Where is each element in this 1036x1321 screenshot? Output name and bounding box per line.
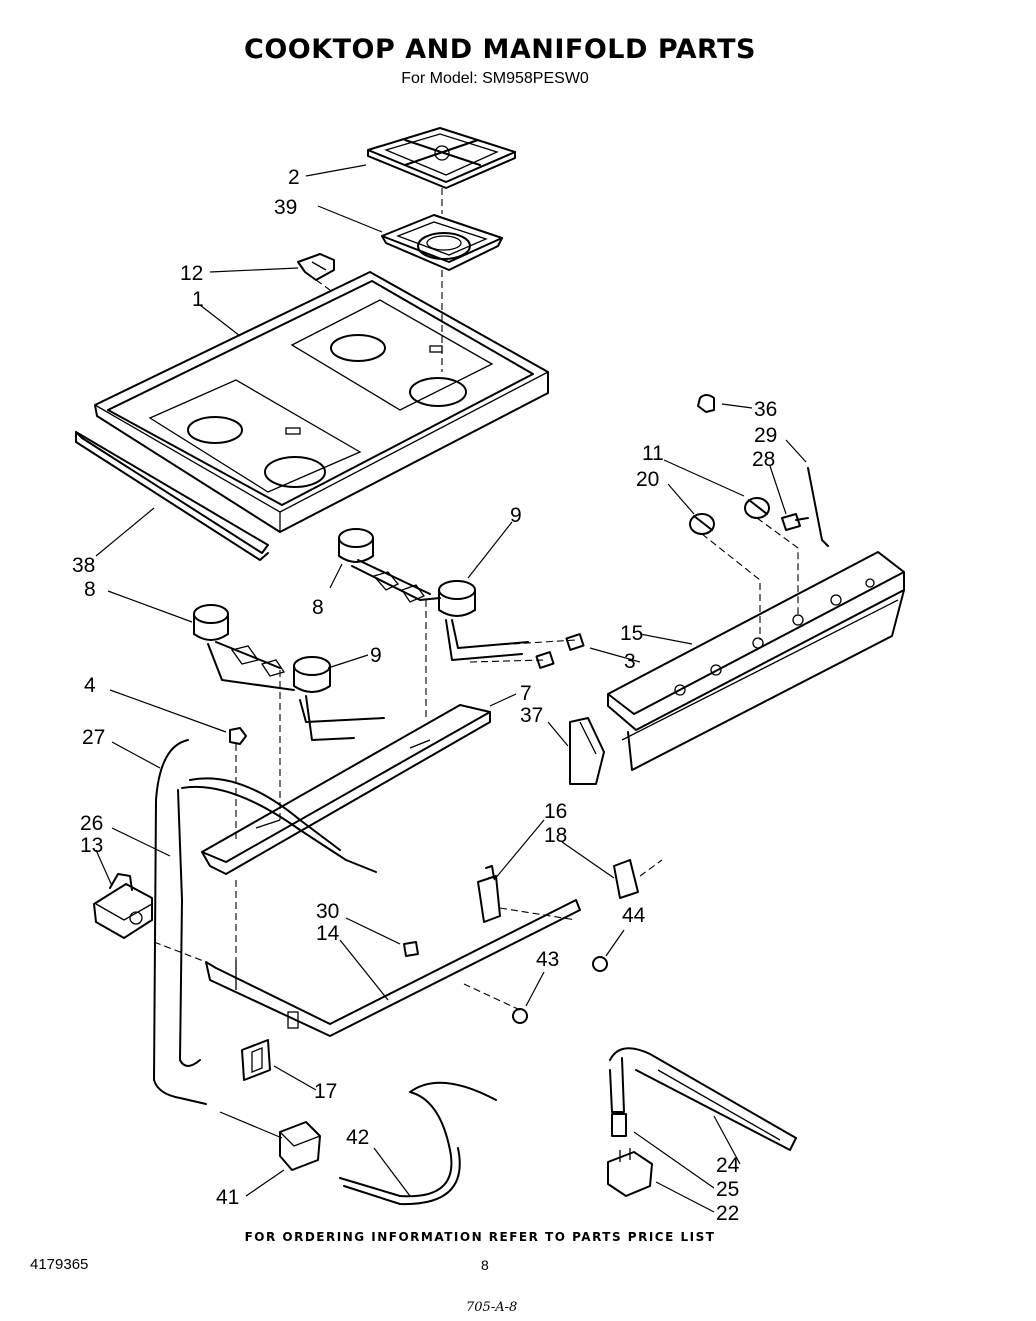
part-trim-strip bbox=[75, 431, 269, 561]
part-screw-43 bbox=[512, 1008, 528, 1024]
callout-37: 37 bbox=[520, 704, 543, 727]
callout-13: 13 bbox=[80, 834, 103, 857]
part-orifice-25 bbox=[611, 1113, 627, 1137]
callout-15: 15 bbox=[620, 622, 643, 645]
callout-42: 42 bbox=[346, 1126, 369, 1149]
callout-12: 12 bbox=[180, 262, 203, 285]
callout-41: 41 bbox=[216, 1186, 239, 1209]
part-rear-burner-assembly bbox=[338, 528, 529, 661]
part-side-bracket bbox=[569, 717, 605, 785]
callout-1: 1 bbox=[192, 288, 204, 311]
part-burner-support bbox=[201, 704, 491, 875]
callout-29: 29 bbox=[754, 424, 777, 447]
callout-4: 4 bbox=[84, 674, 96, 697]
callout-44: 44 bbox=[622, 904, 646, 927]
callout-17: 17 bbox=[314, 1080, 337, 1103]
callout-20: 20 bbox=[636, 468, 659, 491]
callout-7: 7 bbox=[520, 682, 532, 705]
part-manifold-pipe bbox=[205, 899, 581, 1037]
callout-18: 18 bbox=[544, 824, 567, 847]
callout-36: 36 bbox=[754, 398, 777, 421]
callout-22: 22 bbox=[716, 1202, 739, 1225]
part-knob-20 bbox=[689, 513, 715, 535]
part-clip-36 bbox=[697, 394, 715, 413]
part-screw-44 bbox=[592, 956, 608, 972]
part-fitting-30 bbox=[403, 941, 419, 957]
part-orifice-hoods bbox=[535, 633, 585, 669]
part-knob-11 bbox=[744, 497, 770, 519]
ordering-note: FOR ORDERING INFORMATION REFER TO PARTS … bbox=[244, 1230, 716, 1244]
part-bracket-12 bbox=[297, 253, 335, 281]
page-number: 8 bbox=[481, 1257, 489, 1273]
document-number: 4179365 bbox=[30, 1256, 89, 1273]
part-oven-burner bbox=[609, 1047, 797, 1151]
part-valve-41 bbox=[279, 1121, 321, 1171]
part-regulator bbox=[93, 873, 153, 939]
callout-26: 26 bbox=[80, 812, 103, 835]
callout-25: 25 bbox=[716, 1178, 739, 1201]
part-front-burner-assembly bbox=[193, 604, 385, 741]
part-switch-16 bbox=[477, 865, 501, 923]
callout-3: 3 bbox=[624, 650, 636, 673]
callout-38: 38 bbox=[72, 554, 95, 577]
callout-28: 28 bbox=[752, 448, 775, 471]
part-valve-22 bbox=[607, 1148, 653, 1197]
part-bracket-17 bbox=[241, 1039, 271, 1081]
callout-11: 11 bbox=[642, 442, 664, 465]
part-grate bbox=[367, 127, 516, 189]
callout-8-front: 8 bbox=[84, 578, 96, 601]
callout-24: 24 bbox=[716, 1154, 740, 1177]
callout-2: 2 bbox=[288, 166, 300, 189]
part-screw-28 bbox=[781, 513, 809, 531]
callout-43: 43 bbox=[536, 948, 559, 971]
part-clip-18 bbox=[613, 859, 639, 899]
part-nut bbox=[229, 727, 247, 745]
callout-9-rear: 9 bbox=[510, 504, 522, 527]
part-tubing bbox=[153, 739, 377, 1105]
part-cooktop bbox=[94, 271, 549, 533]
callout-27: 27 bbox=[82, 726, 105, 749]
callout-30: 30 bbox=[316, 900, 339, 923]
model-subtitle: For Model: SM958PESW0 bbox=[401, 70, 589, 87]
alignment-lines bbox=[153, 188, 799, 1011]
callout-14: 14 bbox=[316, 922, 340, 945]
callout-9-front: 9 bbox=[370, 644, 382, 667]
handwritten-code: 705-A-8 bbox=[466, 1300, 518, 1315]
page-title: COOKTOP AND MANIFOLD PARTS bbox=[244, 34, 756, 65]
callout-39: 39 bbox=[274, 196, 297, 219]
part-hose-42 bbox=[339, 1081, 497, 1206]
callout-16: 16 bbox=[544, 800, 567, 823]
part-burner-bowl bbox=[381, 214, 503, 271]
leader-lines bbox=[95, 164, 807, 1213]
part-rod-29 bbox=[807, 467, 829, 547]
part-manifold-panel bbox=[607, 551, 905, 771]
callout-labels: 2 39 12 1 38 8 8 9 9 3 15 36 29 11 28 20… bbox=[72, 166, 777, 1225]
callout-8-rear: 8 bbox=[312, 596, 324, 619]
